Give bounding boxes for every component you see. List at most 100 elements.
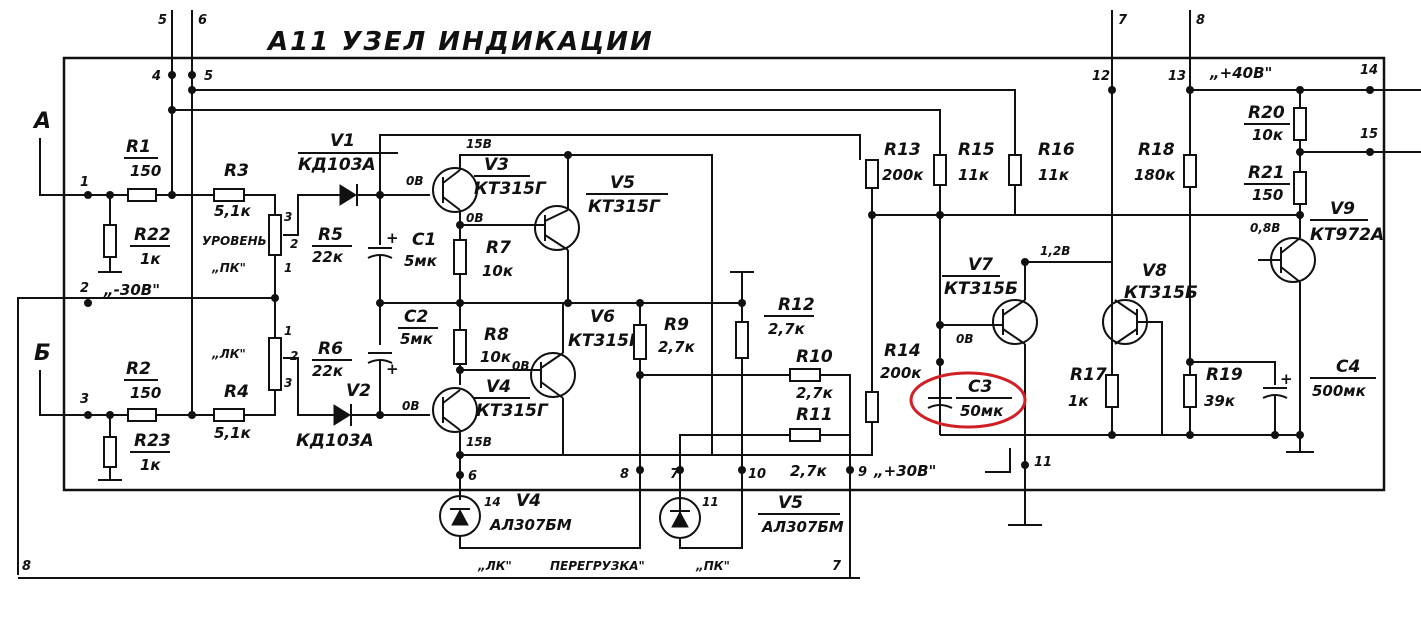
wire: [679, 434, 790, 520]
resistor-r16: [1008, 154, 1022, 186]
v3-ref: V3: [484, 155, 509, 175]
c2-plus: +: [386, 360, 399, 378]
led-v4-ref: V4: [516, 491, 541, 511]
input-a-label: А: [32, 109, 51, 134]
resistor-r19: [1183, 374, 1197, 408]
transistor-v3: [432, 167, 478, 213]
v4-ref: V4: [486, 377, 511, 397]
c3-val: 50мк: [960, 402, 1004, 420]
v5-collector: [544, 209, 569, 222]
pin-15: 15: [1360, 127, 1378, 142]
junction: [868, 211, 876, 219]
junction: [1296, 211, 1304, 219]
v3-val: КТ315Г: [474, 179, 547, 199]
led-v5-val: АЛ307БМ: [761, 518, 844, 536]
v9-val: КТ972А: [1310, 225, 1384, 245]
resistor-r2: [127, 408, 157, 422]
junction: [1021, 258, 1029, 266]
pot-lk-label: „ЛК": [211, 347, 246, 361]
r19-val: 39к: [1204, 392, 1236, 410]
c4-plus: +: [1280, 370, 1293, 388]
resistor-r8: [453, 329, 467, 365]
transistor-v4: [432, 387, 478, 433]
r14-val: 200к: [880, 364, 922, 382]
v8-val: КТ315Б: [1124, 283, 1198, 303]
resistor-r21: [1293, 171, 1307, 205]
diagram-title: A11 УЗЕЛ ИНДИКАЦИИ: [266, 27, 654, 57]
wire: [1137, 321, 1163, 435]
r5-val: 22к: [312, 248, 344, 266]
pin-1: 1: [80, 175, 89, 190]
transistor-v6: [530, 352, 576, 398]
r22-ref: R22: [134, 225, 171, 245]
resistor-r3: [213, 188, 245, 202]
c3-ref: C3: [968, 377, 992, 397]
junction: [84, 299, 92, 307]
wire: [1190, 361, 1276, 385]
v4-val: КТ315Г: [476, 401, 549, 421]
junction: [738, 466, 746, 474]
resistor-r14: [865, 391, 879, 423]
r21-val: 150: [1252, 186, 1283, 204]
v7-collector: [1002, 299, 1026, 316]
pin-11: 11: [1034, 455, 1052, 470]
pin-bottom-7: 7: [832, 559, 842, 574]
r14-ref: R14: [884, 341, 921, 361]
r12-ref: R12: [778, 295, 815, 315]
pin-9: 9: [858, 465, 867, 480]
r19-ref: R19: [1206, 365, 1243, 385]
top-pin-5: 5: [158, 13, 167, 28]
pin-12: 12: [1092, 69, 1110, 84]
c1-plus: +: [386, 229, 399, 247]
v7-volt-c: 1,2В: [1040, 244, 1070, 258]
junction: [84, 191, 92, 199]
r11-val: 2,7к: [790, 462, 828, 480]
v6-ref: V6: [590, 307, 615, 327]
v4-volt-b: 0В: [402, 399, 420, 413]
junction: [456, 366, 464, 374]
rail-plus40: „+40В": [1209, 64, 1272, 82]
r3-val: 5,1к: [214, 202, 252, 220]
top-pin-8: 8: [1196, 13, 1205, 28]
led-v4-symbol: [451, 508, 469, 526]
r5-ref: R5: [318, 225, 343, 245]
transistor-v5: [534, 205, 580, 251]
junction: [188, 86, 196, 94]
pot-pin-2a: 2: [290, 237, 298, 251]
junction: [676, 466, 684, 474]
pin-5: 5: [204, 69, 213, 84]
junction: [1108, 86, 1116, 94]
v7-ref: V7: [968, 255, 993, 275]
c4-ref: C4: [1336, 357, 1360, 377]
cap-c4-bot: [1262, 394, 1288, 399]
pin-8: 8: [620, 467, 629, 482]
junction: [456, 221, 464, 229]
v1-ref: V1: [330, 131, 355, 151]
junction: [168, 71, 176, 79]
r16-ref: R16: [1038, 140, 1075, 160]
pin-10: 10: [748, 467, 766, 482]
r21-ref: R21: [1248, 163, 1285, 183]
wire: [379, 134, 861, 195]
v3-volt-e: 0В: [466, 211, 484, 225]
pot-pin-3a: 3: [284, 210, 292, 224]
wire: [862, 422, 873, 456]
r18-ref: R18: [1138, 140, 1175, 160]
wire-bus-top: [192, 89, 1016, 155]
v9-collector: [1280, 237, 1301, 254]
bottom-label-pk: „ПК": [695, 559, 730, 573]
wire: [679, 500, 743, 549]
v3-collector: [442, 169, 461, 184]
junction: [1186, 431, 1194, 439]
wire: [459, 154, 569, 210]
wire-minus30: [17, 297, 275, 575]
junction: [106, 411, 114, 419]
junction: [188, 411, 196, 419]
junction: [738, 299, 746, 307]
r2-ref: R2: [126, 359, 151, 379]
pin-2: 2: [80, 281, 89, 296]
r9-val: 2,7к: [658, 338, 696, 356]
v8-ref: V8: [1142, 261, 1167, 281]
wire: [730, 271, 754, 303]
